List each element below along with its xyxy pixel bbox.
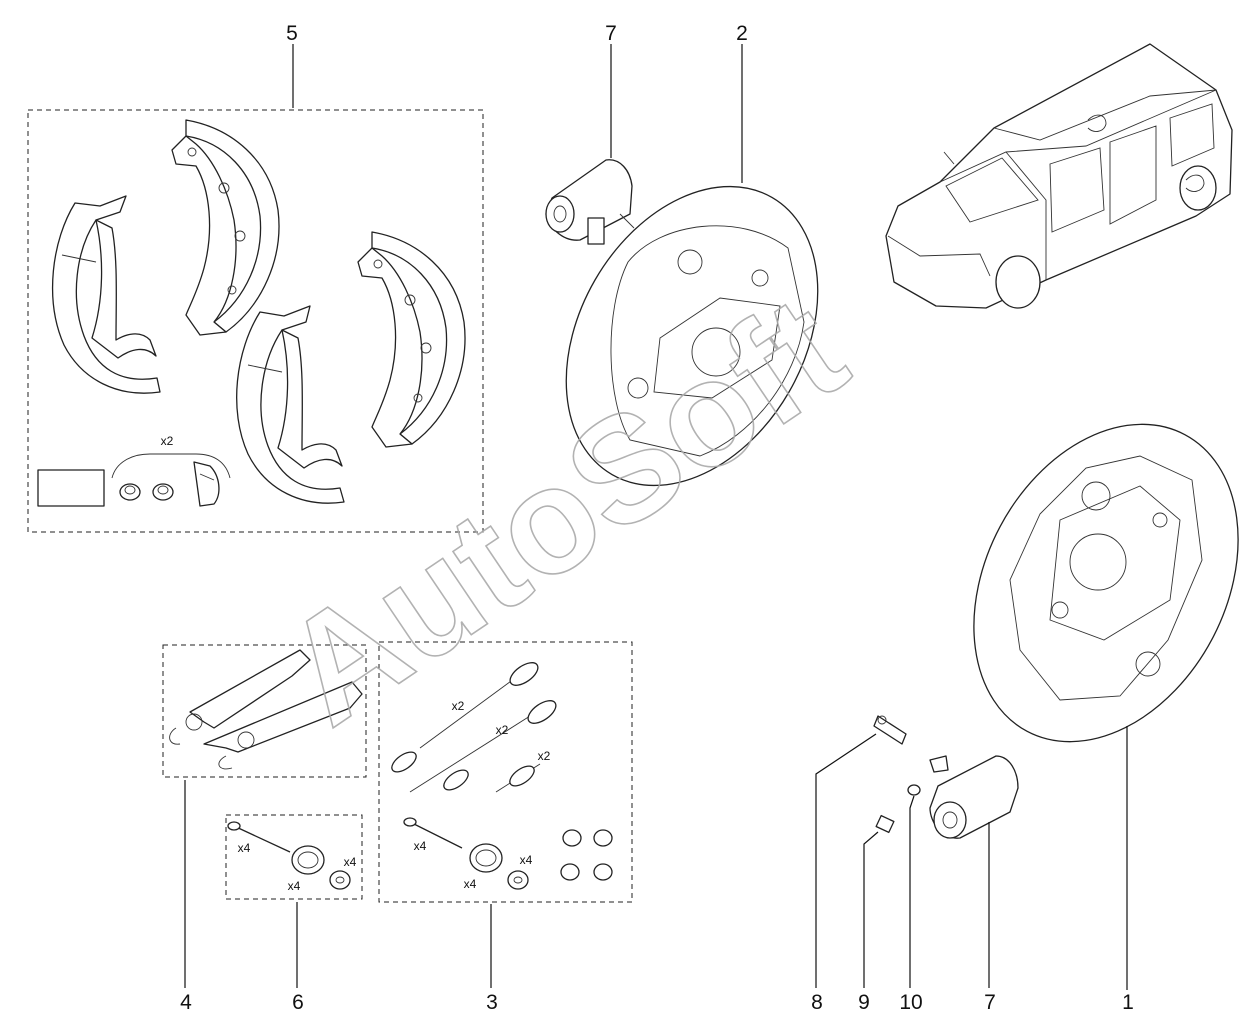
callout-1: 1 bbox=[1122, 991, 1134, 1014]
hold-down-kit-frame bbox=[225, 814, 363, 900]
spring-left-quantity: x4 bbox=[288, 879, 301, 893]
cup-left-quantity: x4 bbox=[344, 855, 357, 869]
spring-cup-left bbox=[329, 870, 351, 890]
backing-plate-1: 1 bbox=[973, 423, 1239, 1014]
callout-10: 10 bbox=[899, 991, 922, 1014]
callout-7-bottom: 7 bbox=[984, 991, 996, 1014]
backing-plate-2: 2 bbox=[565, 22, 819, 487]
spring-right-quantity: x4 bbox=[464, 877, 477, 891]
brake-shoe-left bbox=[51, 195, 161, 394]
retaining-clip bbox=[193, 461, 220, 507]
hold-down-kit-group: x4 x4 x4 6 bbox=[225, 814, 363, 1014]
return-spring-c bbox=[495, 763, 541, 793]
hold-down-pin-left bbox=[227, 821, 291, 853]
pin-left-quantity: x4 bbox=[238, 841, 251, 855]
callout-4: 4 bbox=[180, 991, 192, 1014]
cup-right-quantity: x4 bbox=[520, 853, 533, 867]
callout-6: 6 bbox=[292, 991, 304, 1014]
spring-a-quantity: x2 bbox=[452, 699, 465, 713]
vehicle-illustration bbox=[885, 43, 1233, 309]
brake-shoe-top bbox=[171, 119, 280, 336]
callout-3: 3 bbox=[486, 991, 498, 1014]
callout-9: 9 bbox=[858, 991, 870, 1014]
watermark: AutoSoft bbox=[254, 263, 873, 756]
shoe-kit-quantity: x2 bbox=[161, 434, 174, 448]
brake-shoe-kit-group: x2 5 bbox=[27, 22, 484, 533]
pin-right-quantity: x4 bbox=[414, 839, 427, 853]
spring-kit-group: x2 x2 x2 x4 x4 x4 bbox=[378, 641, 633, 1014]
spring-b-quantity: x2 bbox=[496, 723, 509, 737]
hold-down-pin-right bbox=[403, 817, 463, 849]
spring-cup-right bbox=[507, 870, 529, 890]
adjuster-group: 4 bbox=[162, 644, 367, 1014]
hold-down-spring-right bbox=[469, 843, 503, 873]
wheel-cylinder-top: 7 bbox=[545, 22, 635, 245]
callout-7-top: 7 bbox=[605, 22, 617, 45]
dust-cap-1 bbox=[119, 483, 141, 501]
spring-c-quantity: x2 bbox=[538, 749, 551, 763]
grease-sachet bbox=[37, 469, 105, 507]
wheel-cylinder-bottom: 7 bbox=[929, 755, 1019, 1014]
mounting-bolt-9: 9 bbox=[858, 814, 895, 1014]
spring-kit-frame bbox=[378, 641, 633, 903]
dust-cap-2 bbox=[152, 483, 174, 501]
dust-caps-set bbox=[560, 829, 613, 881]
bleed-screw-8: 8 bbox=[811, 715, 907, 1014]
hold-down-spring-left bbox=[291, 845, 325, 875]
callout-8: 8 bbox=[811, 991, 823, 1014]
washer-10: 10 bbox=[899, 784, 923, 1014]
return-spring-b bbox=[409, 700, 557, 793]
return-spring-a bbox=[391, 662, 539, 773]
callout-5: 5 bbox=[286, 22, 298, 45]
callout-2: 2 bbox=[736, 22, 748, 45]
brake-shoe-right bbox=[357, 231, 466, 448]
brake-shoe-center bbox=[236, 305, 345, 504]
brake-shoe-kit-frame bbox=[27, 109, 484, 533]
adjuster-frame bbox=[162, 644, 367, 778]
